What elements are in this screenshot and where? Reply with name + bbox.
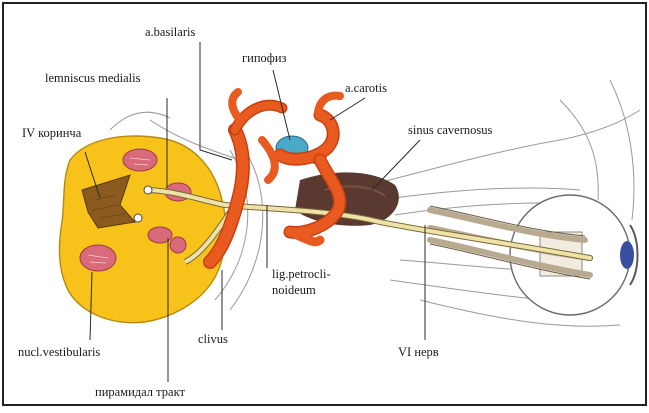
nerve-origin-dot-2 — [134, 214, 142, 222]
label-lemniscus: lemniscus medialis — [45, 71, 141, 85]
nerve-origin-dot — [144, 186, 152, 194]
label-nucleus-iv: IV коринча — [22, 126, 82, 140]
label-basilaris: a.basilaris — [145, 25, 195, 39]
label-ligament-line2: noideum — [272, 283, 316, 297]
nucleus-1 — [123, 149, 157, 171]
label-vestibular: nucl.vestibularis — [18, 345, 100, 359]
label-vi-nerve: VI нерв — [398, 345, 439, 359]
label-ligament-line1: lig.petrocli- — [272, 267, 331, 281]
label-hypophysis: гипофиз — [242, 51, 287, 65]
label-pyramidal: пирамидал тракт — [95, 385, 185, 399]
iris-icon — [620, 241, 634, 269]
nucleus-4 — [170, 237, 186, 253]
label-sinus: sinus cavernosus — [408, 123, 492, 137]
label-carotis: a.carotis — [345, 81, 387, 95]
nucleus-vestibularis — [80, 245, 116, 271]
label-clivus: clivus — [198, 332, 228, 346]
